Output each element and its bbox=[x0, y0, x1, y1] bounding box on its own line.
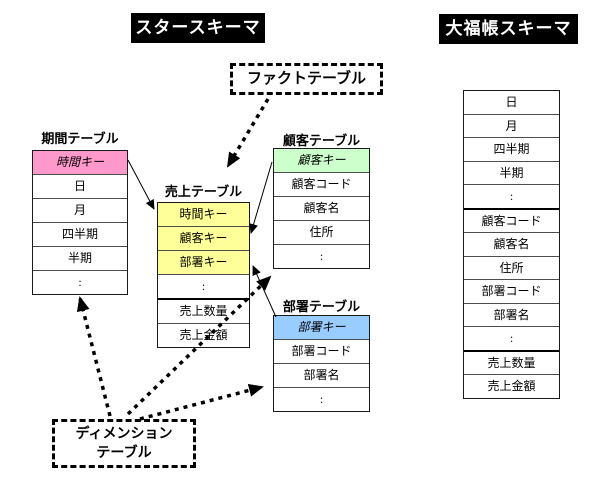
flat-table-cell: 半期 bbox=[464, 160, 559, 184]
customer-table-key-cell: 顧客キー bbox=[274, 149, 369, 172]
flat-table-cell: 顧客名 bbox=[464, 232, 559, 256]
customer-table-cell: : bbox=[274, 244, 369, 268]
customer-table-cell: 顧客名 bbox=[274, 196, 369, 220]
arrow-dimension-to-department bbox=[139, 384, 264, 421]
department-table: 部署キー 部署コード 部署名 : bbox=[273, 315, 370, 412]
customer-table-title: 顧客テーブル bbox=[282, 133, 361, 148]
period-table-cell: 半期 bbox=[33, 246, 127, 270]
department-table-cell: : bbox=[274, 387, 369, 411]
customer-table-cell: 住所 bbox=[274, 220, 369, 244]
department-table-cell: 部署名 bbox=[274, 363, 369, 387]
star-schema-banner: スタースキーマ bbox=[131, 13, 265, 43]
period-table-title: 期間テーブル bbox=[41, 131, 119, 146]
period-table-cell: 日 bbox=[33, 174, 127, 198]
arrow-time-key-link bbox=[127, 159, 155, 210]
sales-table-key-cell: 時間キー bbox=[158, 203, 249, 226]
sales-table: 時間キー 顧客キー 部署キー : 売上数量 売上金額 bbox=[157, 202, 250, 348]
sales-table-key-cell: 部署キー bbox=[158, 250, 249, 274]
flat-table-cell: 売上金額 bbox=[464, 374, 559, 398]
arrow-customer-key-link bbox=[249, 161, 273, 234]
flat-schema-banner: 大福帳スキーマ bbox=[439, 14, 578, 44]
dimension-callout-line2: テーブル bbox=[96, 444, 152, 460]
department-table-title: 部署テーブル bbox=[282, 299, 361, 314]
customer-table: 顧客キー 顧客コード 顧客名 住所 : bbox=[273, 148, 370, 269]
period-table-cell: 四半期 bbox=[33, 222, 127, 246]
flat-table-cell: 部署名 bbox=[464, 302, 559, 326]
flat-table-cell: : bbox=[464, 326, 559, 350]
flat-table-cell: 顧客コード bbox=[464, 207, 559, 232]
flat-table-cell: 月 bbox=[464, 113, 559, 137]
flat-table: 日 月 四半期 半期 : 顧客コード 顧客名 住所 部署コード 部署名 : 売上… bbox=[463, 90, 560, 399]
dimension-table-callout: ディメンション テーブル bbox=[52, 419, 196, 468]
period-table-key-cell: 時間キー bbox=[33, 151, 127, 174]
department-table-key-cell: 部署キー bbox=[274, 316, 369, 339]
sales-table-cell: : bbox=[158, 274, 249, 298]
fact-table-callout: ファクトテーブル bbox=[230, 63, 383, 95]
period-table-cell: 月 bbox=[33, 198, 127, 222]
flat-table-cell: 住所 bbox=[464, 255, 559, 279]
sales-table-key-cell: 顧客キー bbox=[158, 226, 249, 250]
period-table-cell: : bbox=[33, 270, 127, 294]
sales-table-cell: 売上数量 bbox=[158, 298, 249, 323]
sales-table-title: 売上テーブル bbox=[164, 184, 243, 199]
flat-table-cell: : bbox=[464, 184, 559, 208]
period-table: 時間キー 日 月 四半期 半期 : bbox=[32, 150, 128, 295]
department-table-cell: 部署コード bbox=[274, 339, 369, 363]
flat-table-cell: 日 bbox=[464, 91, 559, 114]
sales-table-cell: 売上金額 bbox=[158, 323, 249, 347]
arrow-fact-callout bbox=[226, 98, 270, 168]
flat-table-cell: 部署コード bbox=[464, 279, 559, 303]
flat-table-cell: 四半期 bbox=[464, 137, 559, 161]
customer-table-cell: 顧客コード bbox=[274, 172, 369, 196]
flat-table-cell: 売上数量 bbox=[464, 349, 559, 374]
arrow-dimension-to-period bbox=[76, 296, 112, 417]
dimension-callout-line1: ディメンション bbox=[75, 425, 173, 441]
